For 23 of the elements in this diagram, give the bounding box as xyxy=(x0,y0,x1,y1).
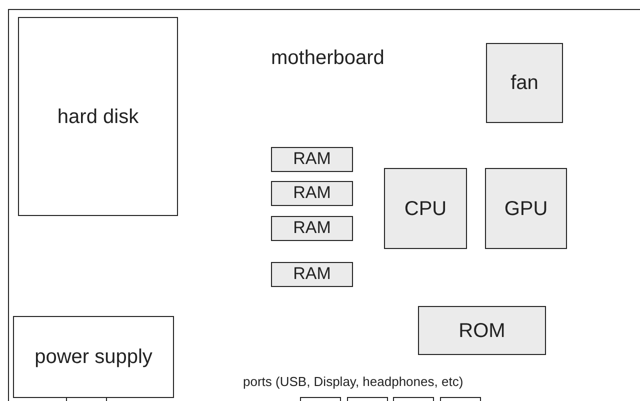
component-label: RAM xyxy=(293,265,331,284)
component-label: fan xyxy=(510,72,538,94)
component-box xyxy=(271,181,353,206)
component-label: hard disk xyxy=(57,106,139,128)
component-label: RAM xyxy=(293,150,331,169)
component-box xyxy=(13,316,174,398)
ports-label: ports (USB, Display, headphones, etc) xyxy=(243,374,464,389)
component-label: RAM xyxy=(293,219,331,238)
component-box xyxy=(384,168,467,249)
component-box xyxy=(271,147,353,172)
component-label: power supply xyxy=(34,346,152,368)
component-label: RAM xyxy=(293,184,331,203)
component-box xyxy=(418,306,546,355)
case-outline xyxy=(8,9,640,401)
component-label: motherboard xyxy=(271,47,384,69)
component-label: GPU xyxy=(504,198,548,220)
component-box xyxy=(485,168,567,249)
component-label: CPU xyxy=(404,198,447,220)
component-box xyxy=(271,262,353,287)
component-label: ROM xyxy=(458,320,506,342)
component-box xyxy=(486,43,563,123)
component-box xyxy=(18,17,178,216)
component-box xyxy=(271,216,353,241)
